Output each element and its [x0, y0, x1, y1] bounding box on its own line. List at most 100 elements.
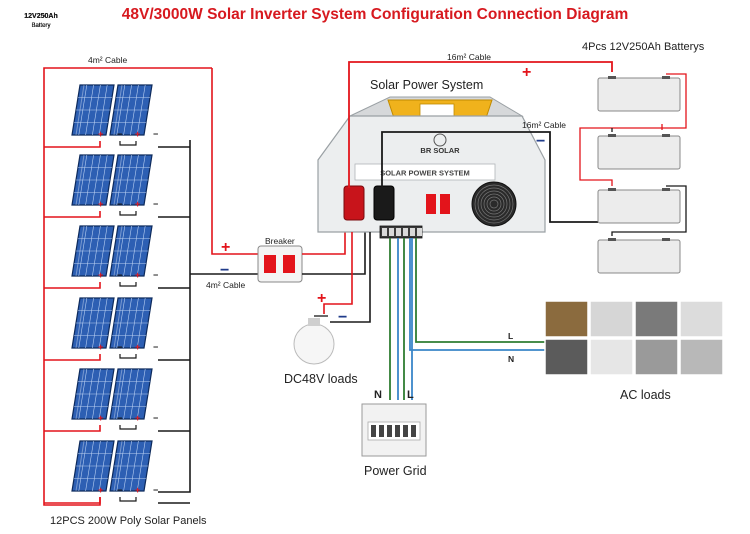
- inverter-switch-2: [440, 194, 450, 214]
- pv-positive-branch: [44, 141, 101, 148]
- grid-neutral-label: N: [374, 389, 382, 401]
- panel-grid-v: [78, 84, 88, 136]
- panel-grid-v: [78, 225, 88, 277]
- panel-plus-terminal: +: [98, 199, 103, 209]
- box-breaker: [371, 425, 376, 437]
- panel-plus-terminal: +: [98, 129, 103, 139]
- battery-negative-connector: [373, 185, 395, 221]
- terminal-screw: [389, 228, 394, 236]
- inverter-display: [419, 103, 455, 118]
- box-breaker: [395, 425, 400, 437]
- fan-grill: [489, 199, 499, 209]
- panel-grid-v: [78, 297, 88, 349]
- battery-cable-negative-label: 16m² Cable: [522, 120, 566, 130]
- battery-rating-text: 12V250Ah: [24, 13, 57, 20]
- pv-positive-branch: [44, 497, 101, 504]
- breaker-label: Breaker: [265, 236, 295, 246]
- inverter-panel-text: SOLAR POWER SYSTEM: [380, 169, 470, 178]
- terminal-screw: [382, 228, 387, 236]
- battery-rating-text: 12V250Ah: [24, 13, 57, 20]
- panel-plus-terminal: +: [98, 485, 103, 495]
- light-bulb-icon: [293, 315, 335, 365]
- panel-series-link: [119, 211, 137, 216]
- battery-rating-text: 12V250Ah: [24, 13, 57, 20]
- panel-series-link: [119, 354, 137, 359]
- dc-load-positive-sign: +: [317, 290, 327, 307]
- pv-positive-branch: [44, 425, 101, 432]
- solar-panel-1: [71, 84, 115, 136]
- panel-grid-v: [130, 84, 139, 136]
- panel-minus-terminal: −: [117, 342, 122, 352]
- panel-grid-v: [136, 225, 146, 277]
- box-breaker: [387, 425, 392, 437]
- terminal-screw: [410, 228, 415, 236]
- panel-grid-v: [78, 154, 88, 206]
- fan-grill: [474, 184, 514, 224]
- panel-grid-v: [130, 225, 139, 277]
- battery-series-link-1: [579, 73, 687, 186]
- solar-panel-4: [109, 154, 153, 206]
- panel-plus-terminal: +: [135, 342, 140, 352]
- panel-shine: [113, 154, 123, 206]
- battery-body: [597, 77, 681, 112]
- battery-2: [597, 134, 681, 170]
- terminal-screw: [417, 228, 422, 236]
- appliance-photo-6: [589, 338, 634, 376]
- inverter-brand-text: BR SOLAR: [420, 146, 460, 155]
- panel-grid-v: [85, 154, 94, 206]
- appliance-photo-2: [589, 300, 634, 338]
- panel-grid-v: [85, 440, 94, 492]
- dc-load-positive-wire: [323, 232, 353, 314]
- panel-grid-v: [116, 440, 126, 492]
- terminal-screw: [403, 228, 408, 236]
- pv-negative-right-wire: [158, 140, 191, 493]
- panel-plus-terminal: +: [135, 413, 140, 423]
- panel-grid-v: [116, 297, 126, 349]
- distribution-box-icon: [361, 403, 427, 457]
- appliance-photo-7: [634, 338, 679, 376]
- appliance-photo-1: [544, 300, 589, 338]
- breaker-switch-2: [283, 255, 295, 273]
- panel-grid-v: [130, 297, 139, 349]
- panel-shine: [113, 84, 123, 136]
- solar-panel-2: [109, 84, 153, 136]
- dc-load-negative-sign: −: [338, 309, 348, 326]
- panel-grid-v: [92, 440, 101, 492]
- panel-grid-v: [123, 84, 132, 136]
- pv-positive-branch: [44, 211, 101, 218]
- panel-minus-terminal: −: [153, 129, 158, 139]
- battery-positive-connector: [343, 185, 365, 221]
- panel-grid-v: [123, 154, 132, 206]
- ac-load-neutral-wire: [409, 238, 548, 351]
- battery-positive-sign: +: [522, 64, 532, 81]
- battery-terminal-right: [662, 188, 670, 191]
- inverter-battery-positive-wire: [348, 61, 613, 188]
- panel-series-link: [119, 282, 137, 287]
- panel-plus-terminal: +: [98, 270, 103, 280]
- breaker-to-inverter-negative: [302, 232, 366, 275]
- panels-label: 12PCS 200W Poly Solar Panels: [50, 515, 207, 527]
- battery-terminal-left: [608, 134, 616, 137]
- solar-panel-3: [71, 154, 115, 206]
- solar-panel-8: [109, 297, 153, 349]
- panel-minus-terminal: −: [153, 199, 158, 209]
- bulb-base: [308, 318, 320, 326]
- battery-name-text: Battery: [31, 23, 50, 29]
- panel-grid-v: [130, 368, 139, 420]
- pv-positive-to-breaker: [211, 68, 258, 255]
- panel-grid-v: [85, 297, 94, 349]
- panel-grid-v: [98, 368, 108, 420]
- panel-grid-v: [85, 84, 94, 136]
- ac-line-label: L: [508, 331, 514, 341]
- panel-shine: [113, 297, 123, 349]
- appliance-photo-4: [679, 300, 724, 338]
- panel-grid-v: [85, 368, 94, 420]
- panel-grid-v: [98, 225, 108, 277]
- panel-series-link: [119, 425, 137, 430]
- panel-plus-terminal: +: [135, 199, 140, 209]
- breaker-positive-sign: +: [221, 239, 231, 256]
- battery-name-text: Battery: [31, 23, 50, 29]
- pv-positive-branch: [44, 354, 101, 361]
- battery-rating-text: 12V250Ah: [24, 13, 57, 20]
